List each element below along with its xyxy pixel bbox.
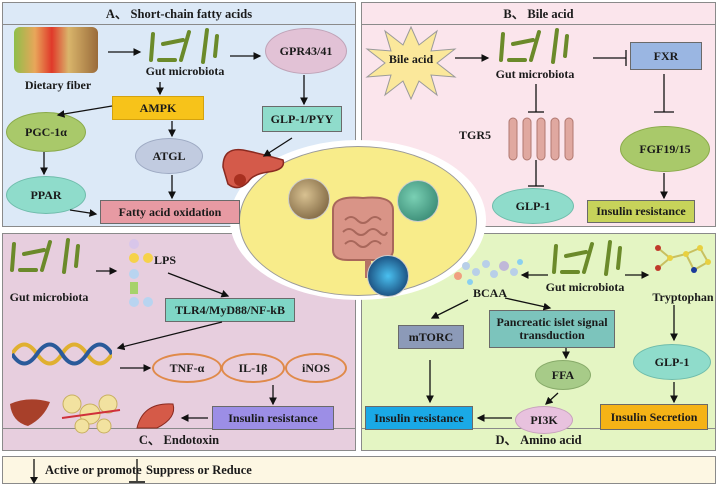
tgr5-label: TGR5: [458, 128, 491, 142]
tryptophan-molecule-icon: [648, 240, 714, 280]
inos-node: iNOS: [285, 353, 347, 383]
legend-promote-label: Active or promote: [45, 463, 142, 477]
lps-label: LPS: [153, 253, 176, 267]
dietary-fiber-label: Dietary fiber: [24, 77, 92, 92]
bacteria-rod-icon: [288, 178, 330, 220]
gut-microbiota-icon: [145, 26, 225, 66]
il-1b-node: IL-1β: [221, 353, 285, 383]
insulin-resistance-node-c: Insulin resistance: [212, 406, 334, 430]
pancreas-image: [218, 142, 288, 192]
bile-acid-label: Bile acid: [388, 51, 434, 66]
insulin-secretion-node: Insulin Secretion: [600, 404, 708, 430]
tnf-alpha-node: TNF-α: [152, 353, 222, 383]
bcaa-molecules-icon: [450, 254, 526, 290]
insulin-resistance-node-b: Insulin resistance: [587, 200, 695, 223]
virus-icon: [367, 255, 409, 297]
gut-microbiota-icon: [548, 238, 628, 278]
tgr5-receptor-icon: [505, 112, 575, 167]
ampk-node: AMPK: [112, 96, 204, 120]
legend: Active or promote Suppress or Reduce: [2, 456, 716, 484]
lps-molecule-icon: [122, 238, 162, 308]
fatty-acid-oxidation-node: Fatty acid oxidation: [100, 200, 240, 224]
glp1-node-d: GLP-1: [633, 344, 711, 380]
fxr-node: FXR: [630, 42, 702, 70]
food-image: [14, 27, 98, 73]
bcaa-label: BCAA: [472, 286, 507, 300]
gut-microbiota-label-b: Gut microbiota: [495, 67, 575, 81]
glp1-node-b: GLP-1: [492, 188, 574, 224]
promote-arrow-icon: [30, 459, 38, 484]
muscle-icon: [133, 398, 179, 432]
gpr43-41-node: GPR43/41: [265, 28, 347, 74]
glp1-pyy-node: GLP-1/PYY: [262, 106, 342, 132]
tlr4-myd88-nfkb-node: TLR4/MyD88/NF-kB: [165, 298, 295, 322]
ppar-node: PPAR: [6, 176, 86, 214]
insulin-resistance-node-d: Insulin resistance: [365, 406, 473, 430]
panel-a-title: A、 Short-chain fatty acids: [3, 3, 355, 25]
gut-microbiota-icon: [6, 236, 86, 276]
pgc-1a-node: PGC-1α: [6, 112, 86, 152]
panel-bile-acid: B、 Bile acid: [361, 2, 716, 227]
tryptophan-label: Tryptophan: [652, 290, 714, 304]
pi3k-node: PI3K: [515, 406, 573, 434]
bile-acid-starburst: [365, 25, 457, 101]
panel-c-title: C、 Endotoxin: [3, 428, 355, 450]
ffa-node: FFA: [535, 360, 591, 390]
panel-b-title: B、 Bile acid: [362, 3, 715, 25]
fgf19-15-node: FGF19/15: [620, 126, 710, 172]
mtorc-node: mTORC: [398, 325, 464, 349]
dna-helix-icon: [10, 335, 114, 373]
adipocytes-icon: [60, 390, 122, 434]
liver-icon: [8, 396, 52, 430]
bacteria-green-icon: [397, 180, 439, 222]
atgl-node: ATGL: [135, 138, 203, 174]
gut-microbiota-label-a: Gut microbiota: [145, 64, 225, 78]
suppress-bar-icon: [129, 459, 145, 483]
legend-suppress-label: Suppress or Reduce: [146, 463, 252, 477]
gut-microbiota-icon: [495, 26, 575, 66]
gut-microbiota-label-c: Gut microbiota: [9, 290, 89, 304]
gut-microbiota-label-d: Gut microbiota: [545, 280, 625, 294]
pancreatic-islet-node: Pancreatic islet signal transduction: [489, 310, 615, 348]
